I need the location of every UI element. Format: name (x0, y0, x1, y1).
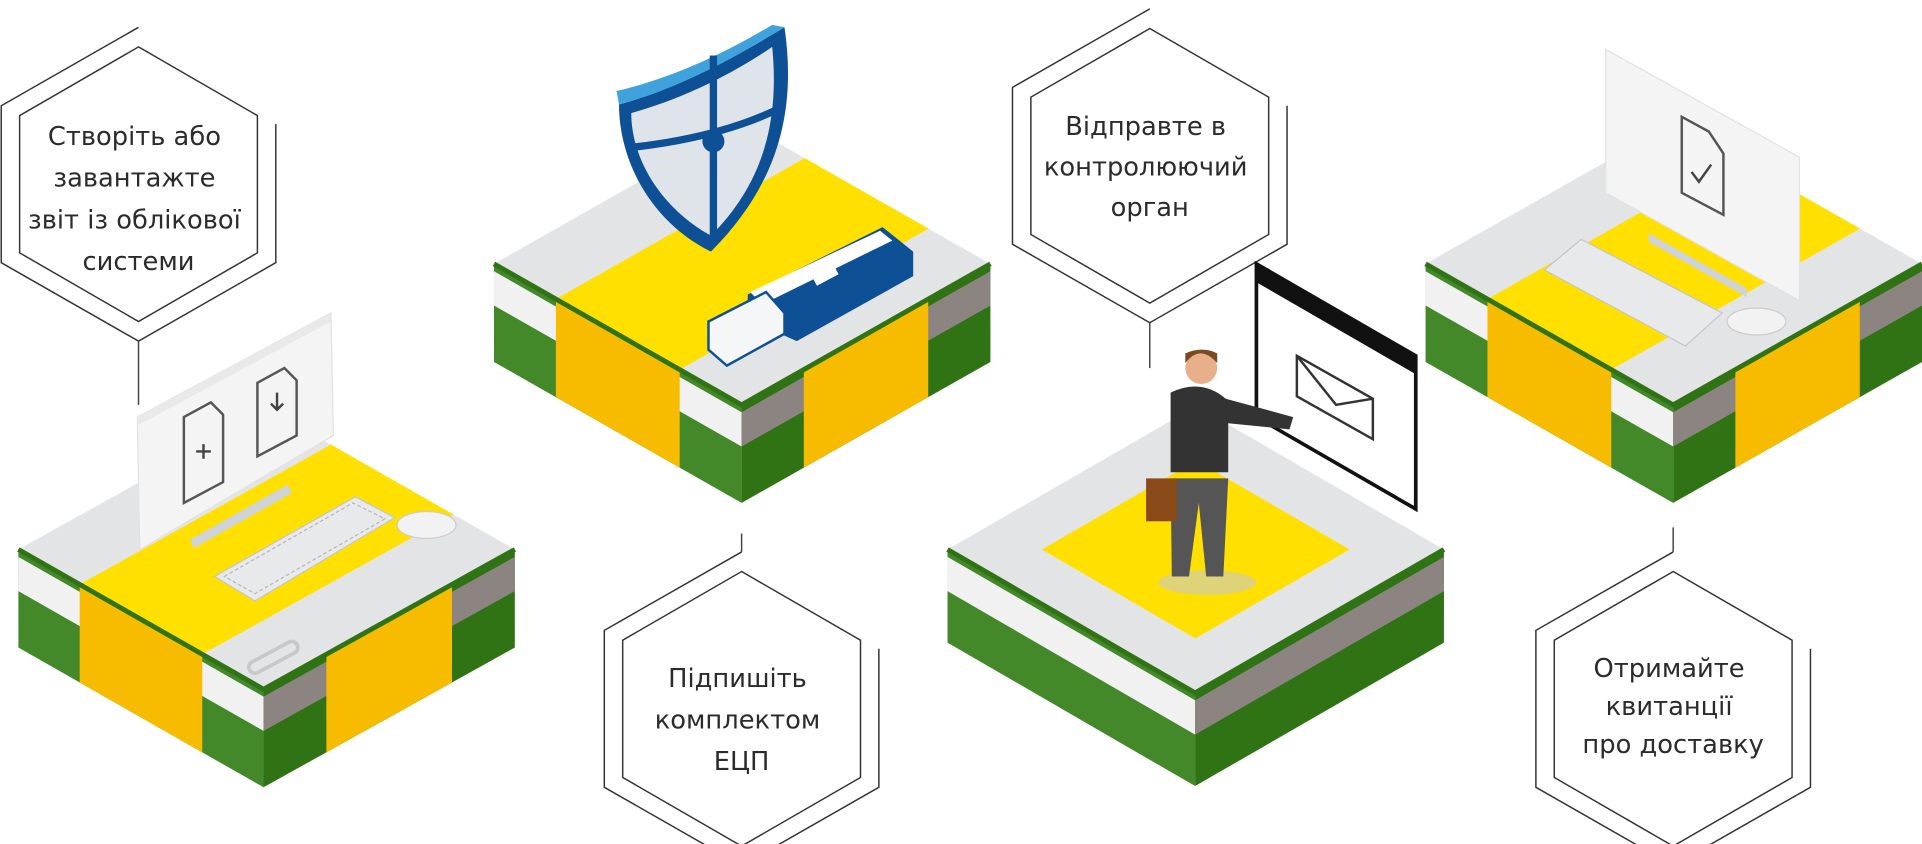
step-1-label: Створіть або завантажте звіт із обліково… (28, 122, 249, 277)
step-hexagons (0, 8, 1812, 844)
platform-orange-side-right (803, 299, 929, 468)
browser-window-icon (1254, 260, 1418, 513)
platform-orange-side (79, 584, 203, 753)
platform-edge (1424, 261, 1922, 408)
download-document-icon (256, 366, 298, 459)
platform-edge (492, 261, 992, 408)
platform-orange-side-right (1735, 299, 1860, 468)
platform-yellow-band (555, 158, 929, 370)
line: комплектом (655, 705, 821, 735)
platform-orange-side (1487, 299, 1612, 468)
hexagon-inner-outline (621, 570, 862, 844)
line: Підпишіть (668, 664, 807, 694)
shield-icon (616, 24, 789, 252)
step-2-label: Підпишіть комплектом ЕЦП (655, 664, 829, 777)
mouse-icon (396, 510, 457, 540)
mouse-icon (1726, 307, 1787, 336)
platform-edge (17, 547, 517, 693)
paperclip-icon (247, 639, 300, 676)
hexagon-4 (1535, 527, 1812, 844)
hexagon-outer-outline (603, 551, 880, 844)
keyboard-icon (213, 496, 396, 602)
line: ЕЦП (714, 747, 770, 777)
hexagon-1 (0, 26, 277, 405)
line: про доставку (1582, 730, 1763, 760)
platform-edge (946, 547, 1446, 696)
platform-yellow-square (1041, 460, 1350, 639)
line: контролюючий (1044, 153, 1248, 183)
hexagon-outer-outline (0, 26, 277, 342)
line: завантажте (53, 164, 215, 194)
platform-left-white-layer (947, 556, 1196, 735)
platform-3 (946, 406, 1446, 787)
platform-right-taupe-layer (1195, 556, 1444, 735)
hexagon-outer-outline (1011, 8, 1288, 324)
step-3-label: Відправте в контролюючий орган (1044, 112, 1256, 223)
hexagon-2 (603, 533, 880, 844)
keyboard-icon (1543, 238, 1724, 347)
hexagon-3 (1011, 8, 1288, 369)
line: Отримайте (1594, 654, 1745, 684)
hexagon-inner-outline (1030, 27, 1270, 304)
line: Створіть або (48, 122, 221, 152)
line: системи (83, 247, 195, 277)
hexagon-inner-outline (18, 46, 259, 323)
step-4-label: Отримайте квитанції про доставку (1582, 654, 1763, 760)
hexagon-outer-outline (1535, 551, 1812, 844)
line: квитанції (1606, 692, 1734, 722)
new-document-icon (182, 400, 225, 505)
hexagon-inner-outline (1553, 570, 1793, 844)
monitor-icon (136, 311, 335, 551)
monitor-icon (1605, 48, 1801, 302)
email-icon (1295, 353, 1375, 442)
line: орган (1111, 193, 1189, 223)
platform-orange-side (555, 299, 680, 468)
line: звіт із облікової (28, 205, 242, 235)
businessman-figure (1146, 349, 1294, 595)
platform-orange-side-right (326, 584, 453, 753)
line: Відправте в (1065, 112, 1226, 142)
platform-2 (492, 122, 992, 503)
checked-document-icon (1680, 114, 1725, 217)
usb-key-icon (707, 227, 914, 368)
